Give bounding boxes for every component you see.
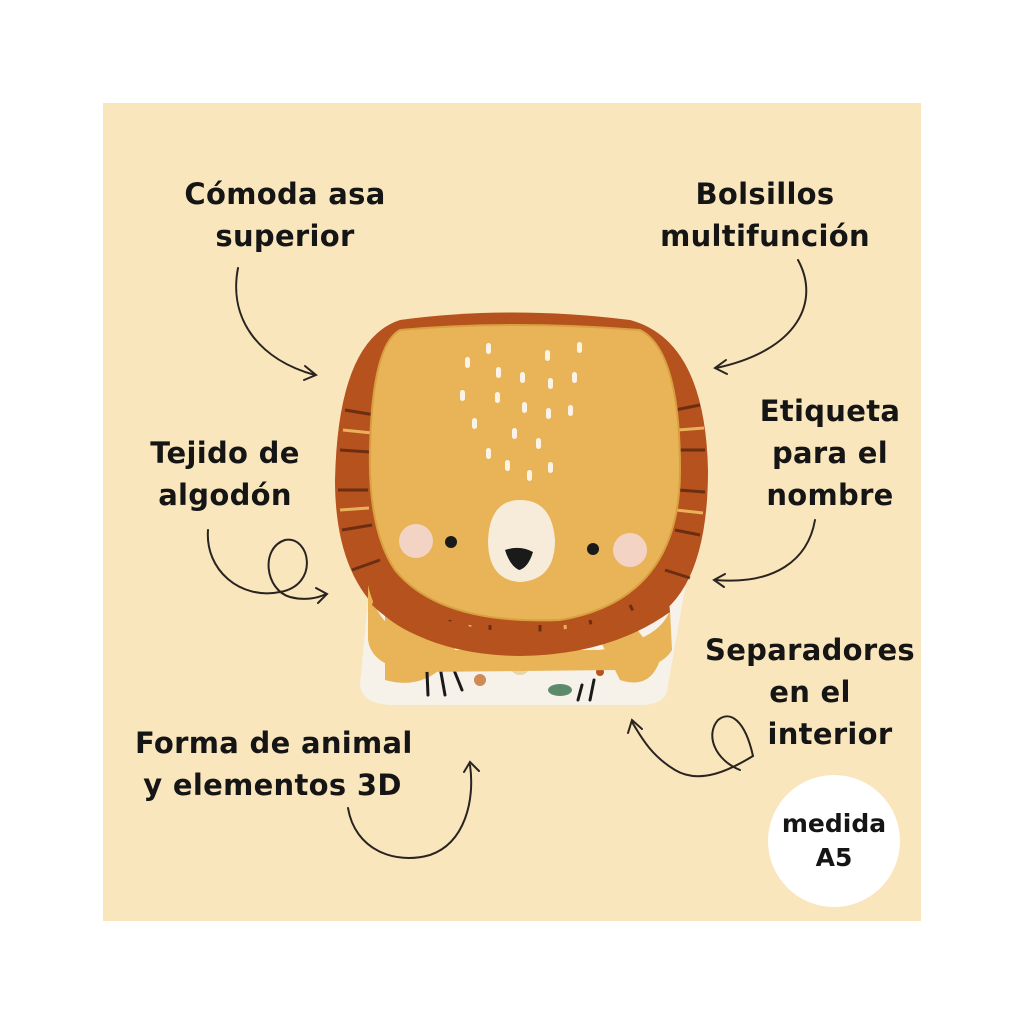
label-line: Bolsillos (695, 177, 835, 211)
feature-label-pockets: Bolsillos multifunción (660, 173, 870, 257)
label-line: para el (771, 436, 888, 470)
size-badge: medida A5 (768, 775, 900, 907)
label-line: superior (215, 219, 355, 253)
badge-line: A5 (815, 843, 853, 872)
feature-label-animal-shape: Forma de animal y elementos 3D (135, 722, 413, 806)
arrow-cotton-icon (206, 529, 329, 604)
arrow-handle-icon (235, 267, 318, 381)
arrow-dividers-icon (627, 715, 754, 778)
label-line: Tejido de (150, 436, 300, 470)
label-line: algodón (158, 478, 292, 512)
arrow-animal-shape-icon (347, 760, 480, 859)
label-line: y elementos 3D (143, 768, 402, 802)
label-line: Forma de animal (135, 726, 413, 760)
label-line: Cómoda asa (184, 177, 386, 211)
feature-label-dividers: Separadores en el interior (705, 629, 915, 755)
feature-label-name-tag: Etiqueta para el nombre (755, 390, 905, 516)
label-line: en el (769, 675, 851, 709)
arrow-pockets-icon (713, 259, 808, 375)
lion-backpack-illustration (335, 312, 708, 705)
label-line: multifunción (660, 219, 870, 253)
label-line: nombre (766, 478, 894, 512)
feature-label-cotton: Tejido de algodón (140, 432, 310, 516)
badge-line: medida (781, 809, 887, 838)
label-line: Separadores (705, 633, 915, 667)
label-line: Etiqueta (759, 394, 901, 428)
arrow-name-tag-icon (712, 519, 816, 588)
label-line: interior (767, 717, 893, 751)
feature-label-handle: Cómoda asa superior (180, 173, 390, 257)
